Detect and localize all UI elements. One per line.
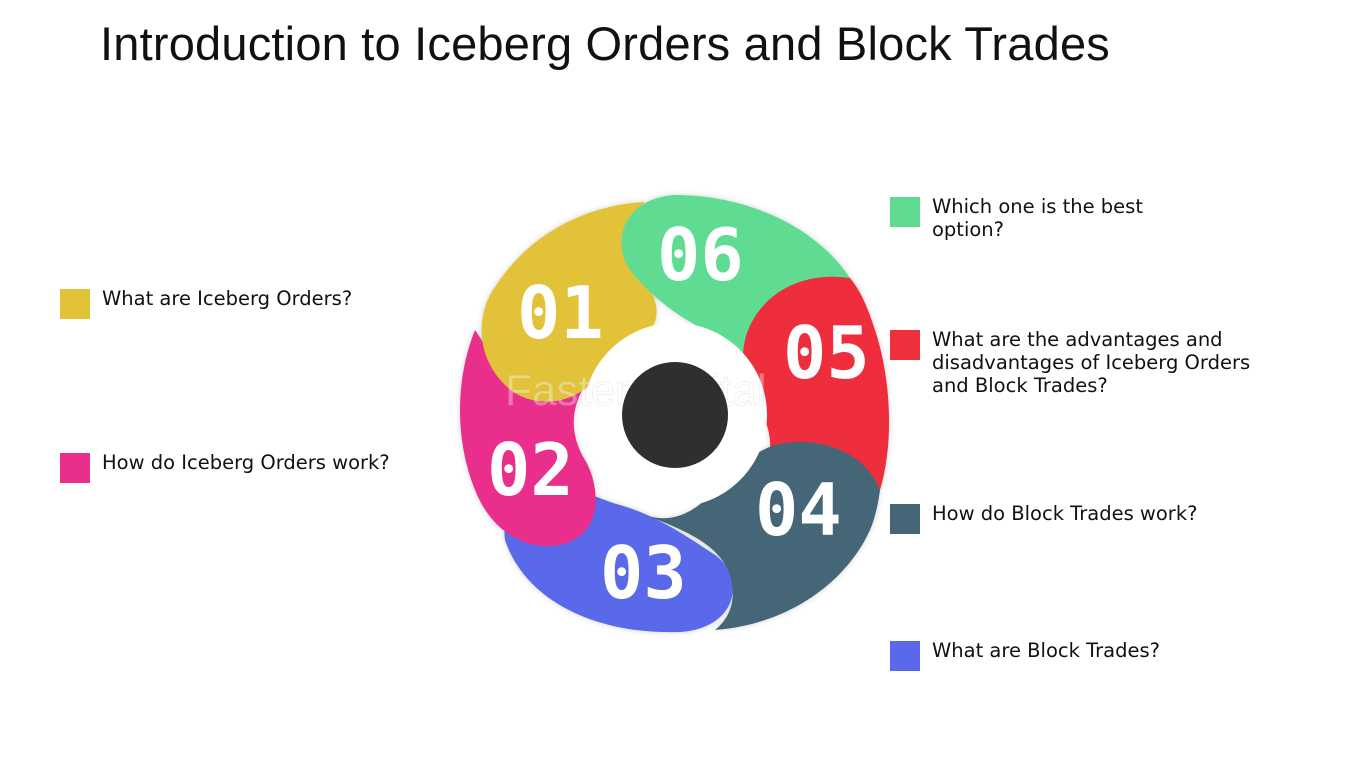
- legend-label-04: How do Block Trades work?: [932, 502, 1198, 525]
- legend-item-03: What are Block Trades?: [890, 639, 1220, 671]
- segment-number-02: 02: [487, 428, 574, 512]
- legend-swatch-02: [60, 453, 90, 483]
- legend-label-05: What are the advantages and disadvantage…: [932, 328, 1251, 397]
- legend-swatch-06: [890, 197, 920, 227]
- legend-swatch-04: [890, 504, 920, 534]
- legend-swatch-03: [890, 641, 920, 671]
- segment-number-04: 04: [755, 468, 842, 552]
- segment-04: [645, 442, 880, 630]
- legend-label-06: Which one is the best option?: [932, 195, 1143, 241]
- segment-02: [460, 330, 596, 547]
- segment-number-05: 05: [783, 311, 870, 395]
- segment-05: [743, 276, 890, 490]
- segment-number-03: 03: [600, 531, 687, 615]
- center-dot: [622, 362, 728, 468]
- legend-swatch-01: [60, 289, 90, 319]
- legend-label-02: How do Iceberg Orders work?: [102, 451, 390, 474]
- legend-item-01: What are Iceberg Orders?: [60, 287, 390, 319]
- pinwheel-diagram: FasterCapital 01 02 03 04 05 06: [460, 195, 890, 633]
- segment-number-01: 01: [517, 271, 604, 355]
- legend-item-02: How do Iceberg Orders work?: [60, 451, 420, 483]
- legend-label-03: What are Block Trades?: [932, 639, 1161, 662]
- legend-item-04: How do Block Trades work?: [890, 502, 1220, 534]
- legend-item-05: What are the advantages and disadvantage…: [890, 328, 1270, 397]
- legend-item-06: Which one is the best option?: [890, 195, 1220, 241]
- legend-swatch-05: [890, 330, 920, 360]
- page-title: Introduction to Iceberg Orders and Block…: [100, 17, 1110, 70]
- legend-label-01: What are Iceberg Orders?: [102, 287, 353, 310]
- segment-06: [621, 195, 850, 380]
- segment-number-06: 06: [657, 213, 744, 297]
